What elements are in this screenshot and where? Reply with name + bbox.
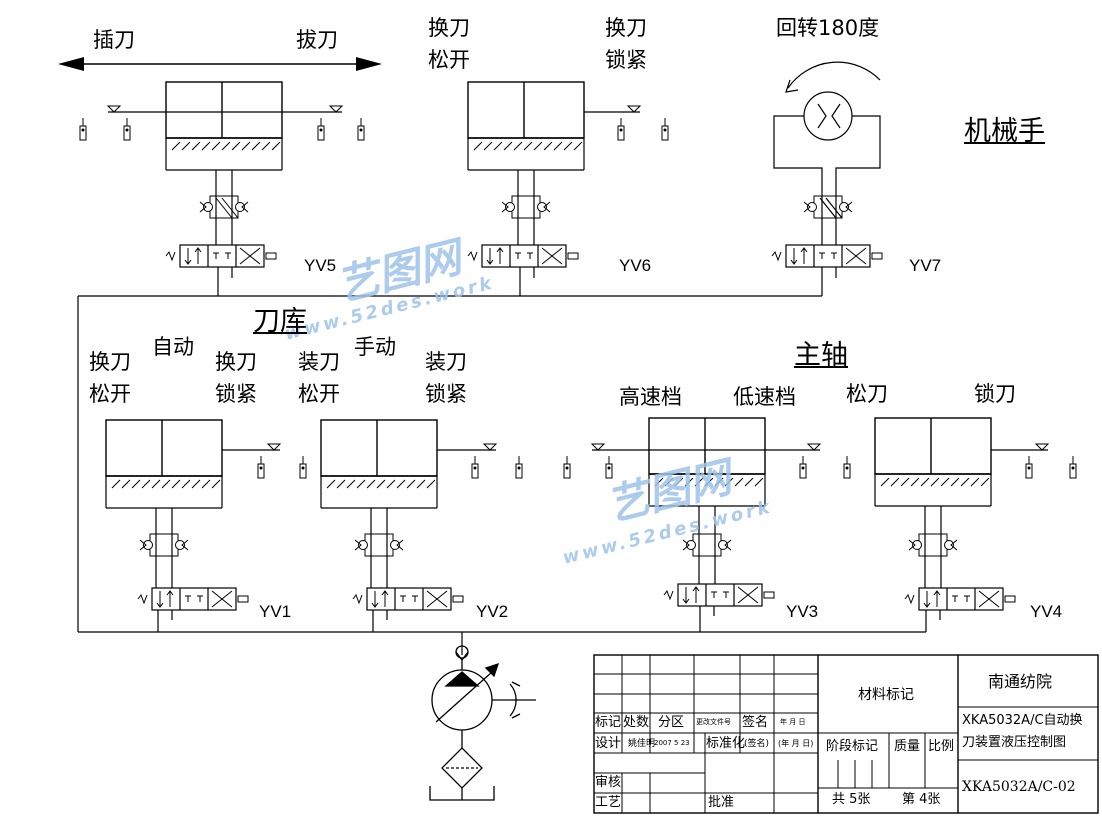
cylinder-yv6 [467, 81, 669, 296]
cylinder-yv5 [79, 81, 365, 296]
valve-tag-yv2: YV2 [476, 602, 509, 621]
valve-tag-yv5: YV5 [304, 256, 337, 275]
tb-zone: 分区 [658, 715, 685, 730]
tb-review: 审核 [595, 775, 622, 790]
tb-count: 处数 [623, 715, 650, 730]
valve-tag-yv1: YV1 [259, 602, 292, 621]
label-change-lock: 锁紧 [215, 382, 257, 406]
label-load-release: 装刀 [298, 350, 340, 374]
tb-material: 材料标记 [858, 687, 914, 703]
tb-standard: 标准化 [706, 736, 746, 751]
valve-tag-yv7: YV7 [909, 256, 942, 275]
title-block [593, 654, 1099, 814]
cylinder-yv4 [874, 417, 1077, 632]
cylinder-yv2 [320, 419, 523, 632]
tb-signature: 签名 [742, 715, 769, 730]
label-auto: 自动 [152, 335, 194, 359]
tb-title-line2: 刀装置液压控制图 [962, 735, 1067, 750]
label-change-lock-top: 锁紧 [605, 48, 647, 72]
tb-designer: 姚佳明 [628, 739, 656, 749]
pump-assembly [429, 645, 536, 801]
label-rotate: 回转180度 [776, 16, 880, 40]
label-high-speed: 高速档 [619, 385, 682, 409]
label-tool-magazine: 刀库 [253, 306, 307, 337]
tb-approve: 批准 [708, 795, 735, 810]
label-change-release: 换刀 [89, 350, 131, 374]
label-change-lock-top: 换刀 [605, 16, 647, 40]
tb-sign-paren: (签名) [744, 739, 770, 749]
tb-design-date: 2007 5 23 [654, 739, 690, 747]
tb-craft: 工艺 [595, 795, 622, 810]
tb-sheet-no: 第 4张 [902, 792, 941, 807]
valve-tag-yv4: YV4 [1030, 602, 1063, 621]
label-insert-tool: 插刀 [93, 28, 135, 52]
tb-weight: 质量 [894, 739, 921, 754]
cylinder-yv3 [563, 417, 851, 632]
valve-tag-yv6: YV6 [619, 256, 652, 275]
tb-design: 设计 [595, 736, 622, 751]
tb-stage: 阶段标记 [826, 739, 879, 754]
label-lock-tool: 锁刀 [974, 382, 1016, 406]
rotary-actuator-yv7 [771, 61, 883, 296]
label-change-release-top: 松开 [428, 48, 470, 72]
tb-drawing-no: XKA5032A/C-02 [962, 779, 1076, 795]
label-load-release: 松开 [298, 382, 340, 406]
tb-title-line1: XKA5032A/C自动换 [962, 713, 1083, 728]
tb-company: 南通纺院 [988, 672, 1053, 691]
label-change-release-top: 换刀 [428, 16, 470, 40]
cylinder-yv1 [105, 419, 307, 632]
label-load-lock: 锁紧 [425, 382, 467, 406]
label-load-lock: 装刀 [425, 350, 467, 374]
tb-sheets-total: 共 5张 [832, 792, 871, 807]
tb-date-paren: (年 月 日) [778, 739, 814, 748]
label-change-lock: 换刀 [215, 350, 257, 374]
label-pull-tool: 拔刀 [296, 28, 338, 52]
tb-mark: 标记 [595, 715, 622, 730]
label-low-speed: 低速档 [733, 385, 796, 409]
double-arrow-icon [58, 57, 382, 71]
tb-date: 年 月 日 [780, 718, 806, 726]
label-spindle: 主轴 [794, 340, 848, 371]
label-release-tool: 松刀 [846, 382, 888, 406]
tb-scale: 比例 [928, 739, 955, 754]
valve-tag-yv3: YV3 [786, 602, 819, 621]
label-change-release: 松开 [89, 382, 131, 406]
label-manipulator: 机械手 [964, 116, 1045, 147]
tb-change-doc: 更改文件号 [696, 718, 731, 726]
label-manual: 手动 [354, 335, 396, 359]
